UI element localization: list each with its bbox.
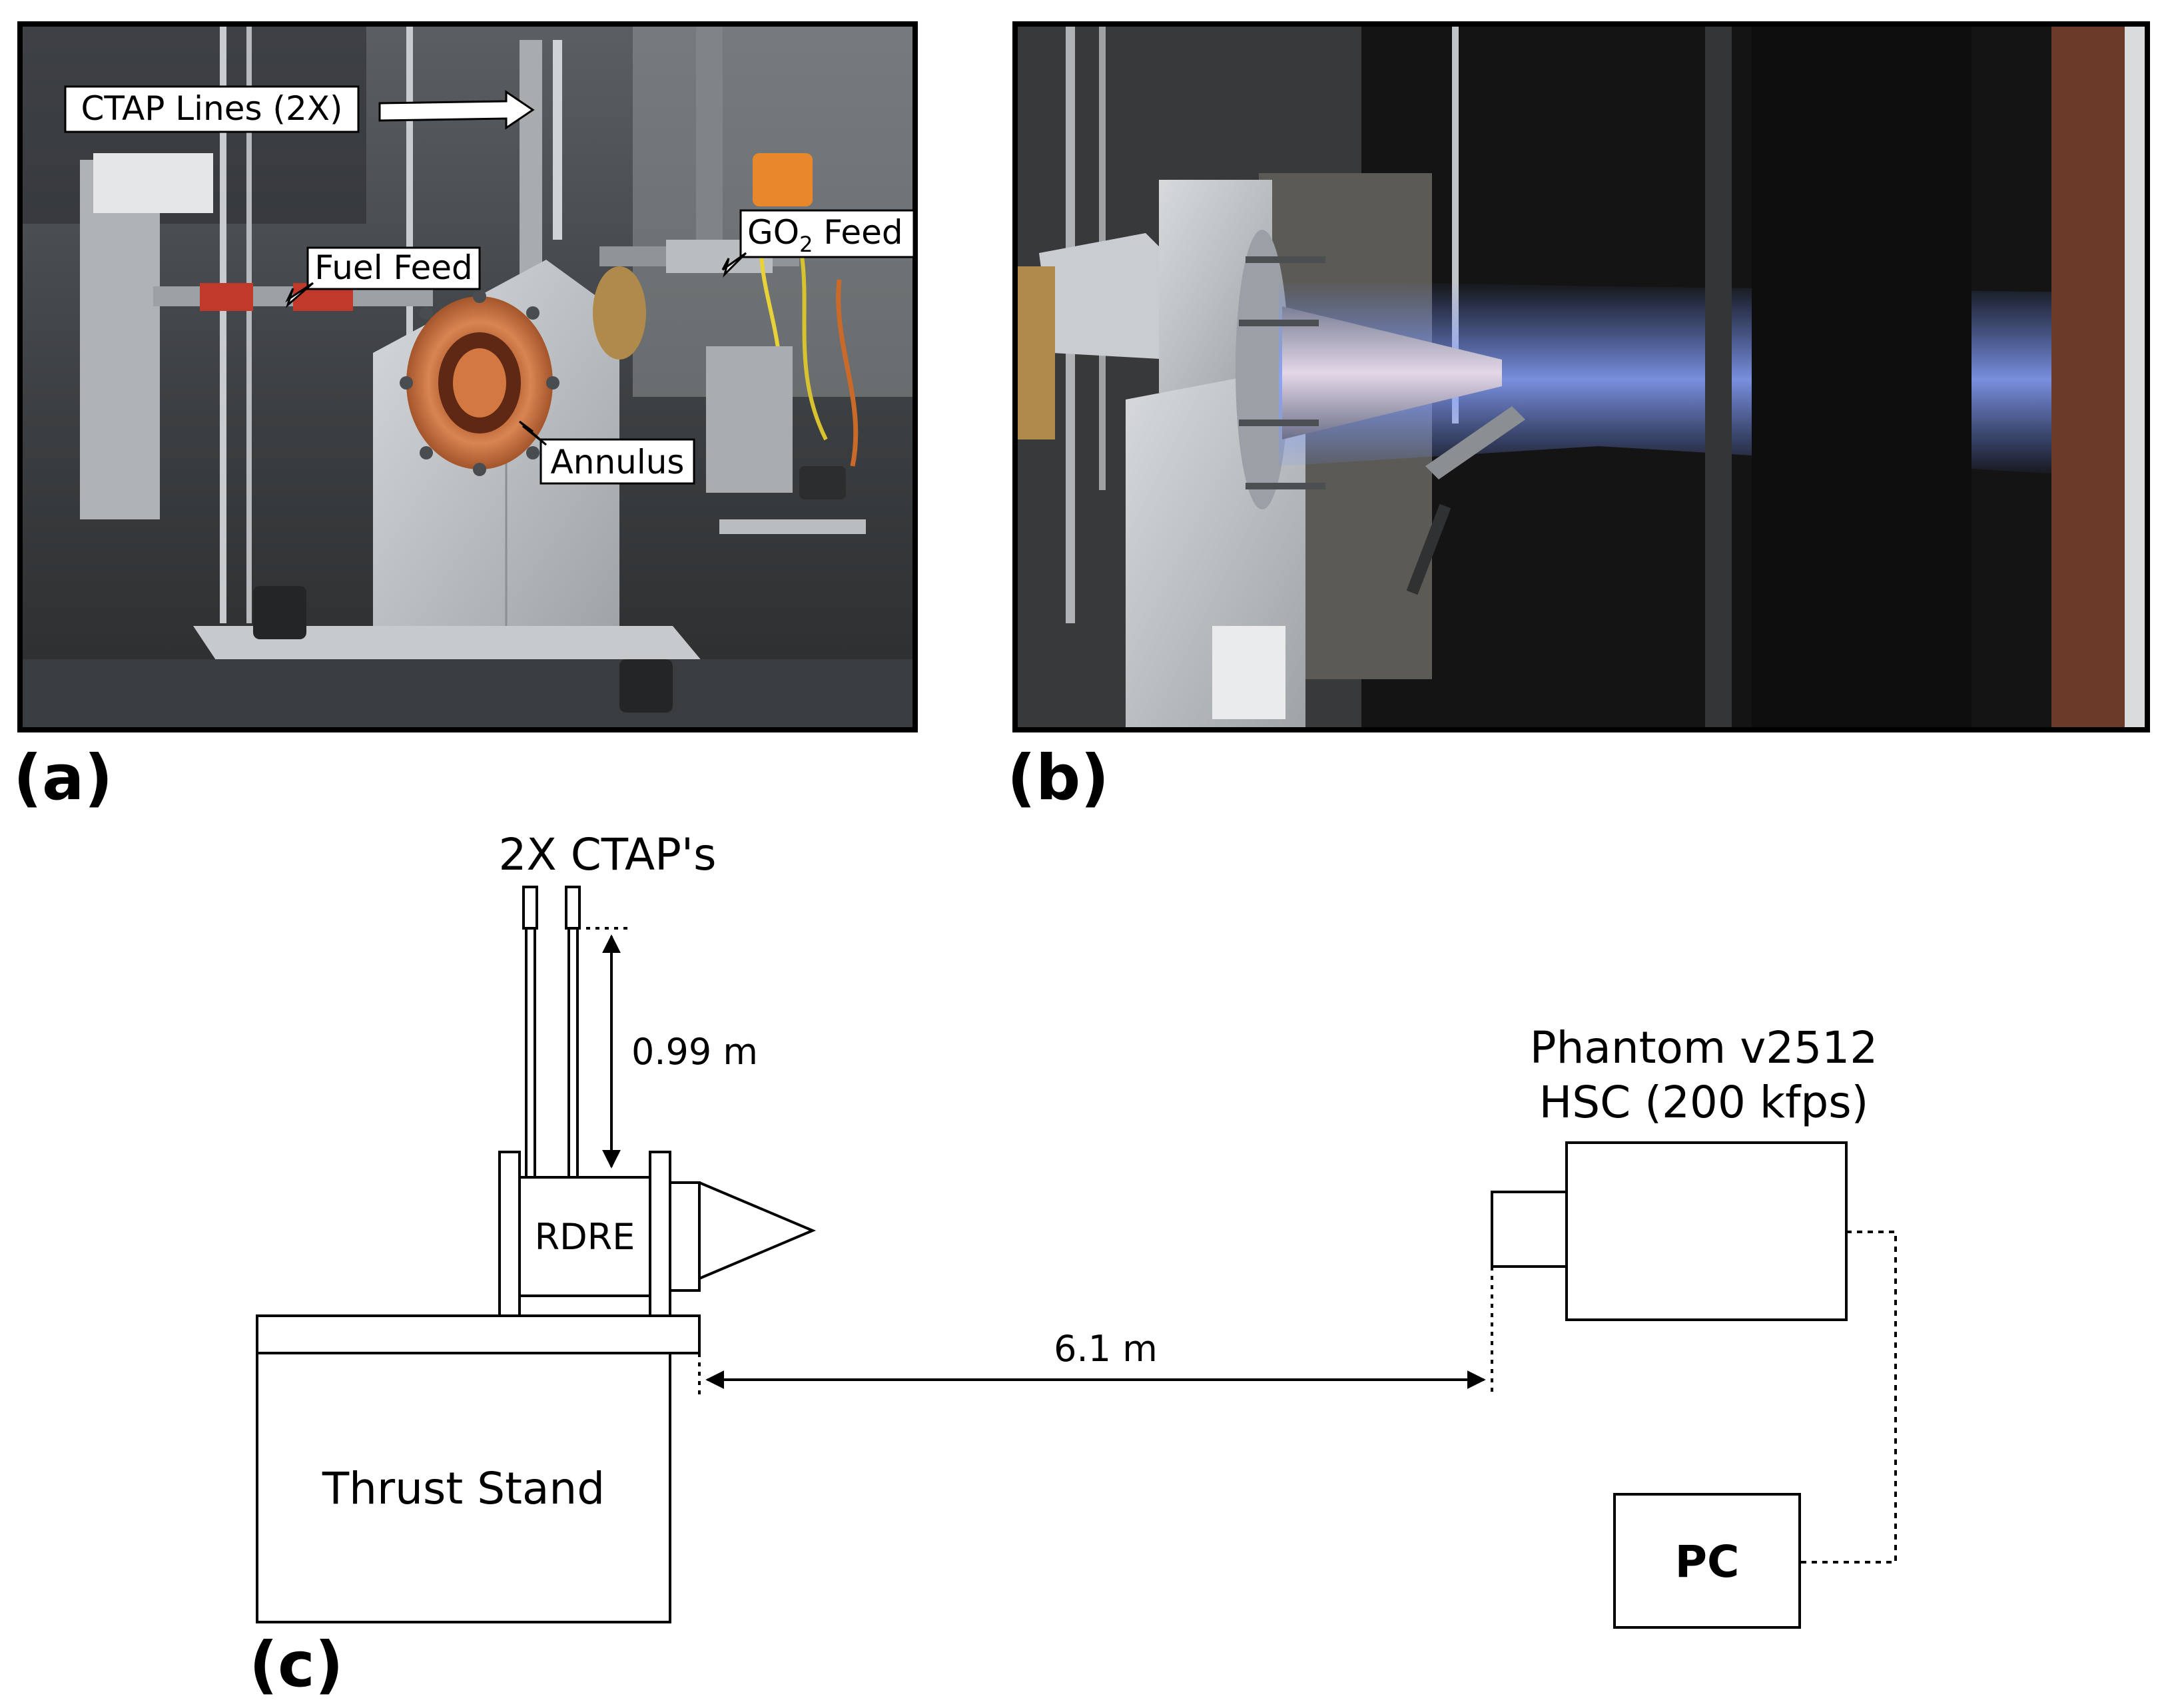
- callout-fuel-feed-label: Fuel Feed: [314, 248, 473, 287]
- rdre-flange-right: [649, 1151, 671, 1317]
- panel-b-photo: [1015, 24, 2147, 730]
- panel-label-c: (c): [249, 1629, 344, 1701]
- rdre-flange-left: [498, 1151, 521, 1317]
- camera-body: [1565, 1141, 1848, 1321]
- aerospike-cone: [699, 1181, 817, 1280]
- go2-arrow-icon: [721, 252, 747, 278]
- callout-go2-feed: GO2 Feed: [721, 209, 915, 278]
- callout-ctap-lines-label: CTAP Lines (2X): [81, 89, 342, 128]
- panel-b-frame: [1012, 21, 2150, 732]
- ctap-height-label: 0.99 m: [631, 1031, 758, 1073]
- thrust-stand-label: Thrust Stand: [322, 1463, 605, 1514]
- pc-box: [1613, 1493, 1801, 1629]
- pc-label: PC: [1675, 1536, 1740, 1587]
- callout-fuel-feed: Fuel Feed: [285, 246, 481, 308]
- ctaps-label: 2X CTAP's: [499, 829, 717, 880]
- camera-label-line2: HSC (200 kfps): [1539, 1077, 1869, 1128]
- panel-label-a: (a): [13, 742, 113, 814]
- callout-annulus-label: Annulus: [551, 443, 685, 481]
- thrust-stand-box: [256, 1352, 671, 1623]
- panel-c-schematic: [256, 886, 1897, 1629]
- fuel-arrow-icon: [285, 282, 314, 308]
- callout-ctap-lines: CTAP Lines (2X): [64, 85, 535, 133]
- rdre-label: RDRE: [535, 1216, 635, 1258]
- panel-label-b: (b): [1007, 742, 1109, 814]
- callout-annulus: Annulus: [519, 420, 695, 485]
- annulus-arrow-icon: [519, 420, 547, 446]
- ctap-sensor-2: [565, 886, 581, 930]
- callout-go2-feed-label: GO2 Feed: [747, 213, 903, 257]
- panel-a-photo: [20, 24, 915, 730]
- thrust-stand-plate: [256, 1314, 701, 1354]
- panel-a-frame: [17, 21, 918, 732]
- distance-label: 6.1 m: [1054, 1328, 1158, 1370]
- camera-label-line1: Phantom v2512: [1530, 1022, 1878, 1073]
- camera-lens: [1491, 1191, 1568, 1268]
- ctap-sensor-1: [522, 886, 538, 930]
- ctap-arrow-icon: [378, 90, 535, 130]
